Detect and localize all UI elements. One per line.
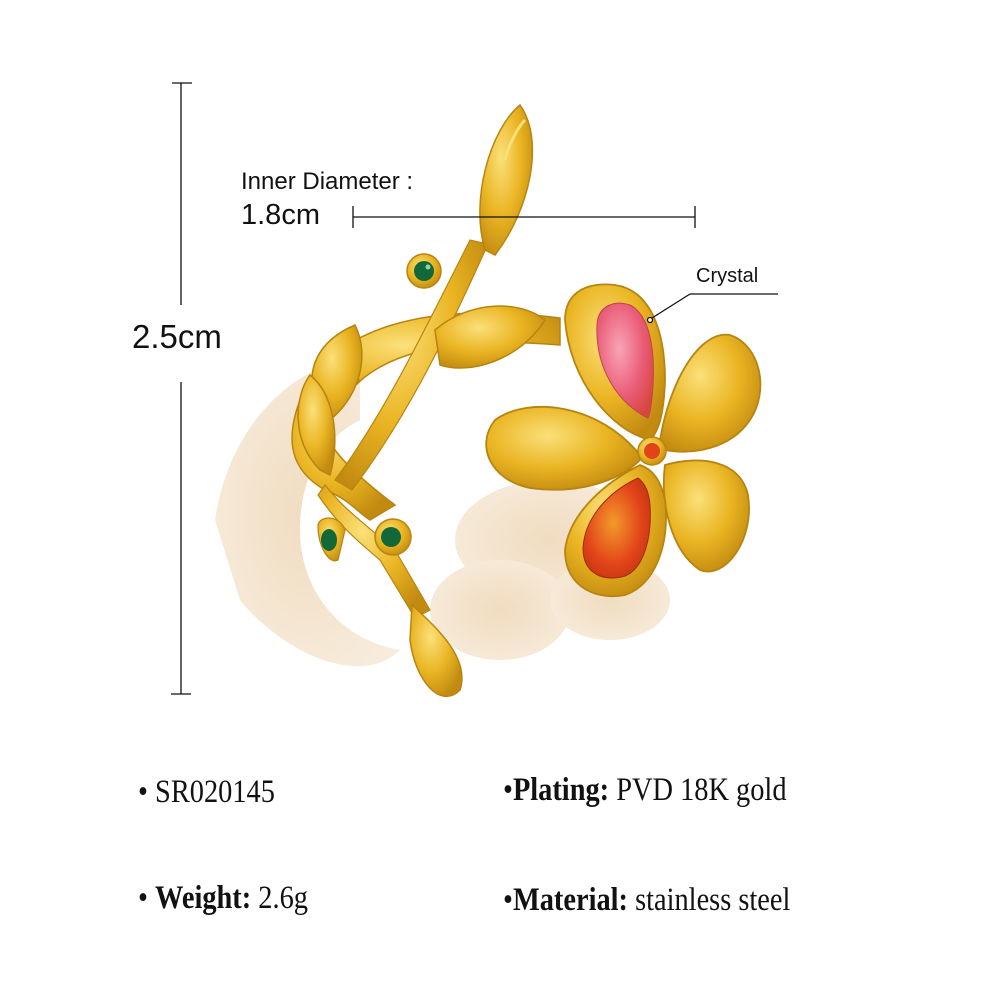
green-stone-bottom-left [317, 517, 346, 562]
weight-key: Weight: [155, 880, 252, 916]
plating-value: PVD 18K gold [616, 772, 787, 808]
inner-diameter-dimension-line [352, 206, 696, 228]
spec-material: •Material: stainless steel [503, 882, 790, 919]
spec-weight: • Weight: 2.6g [138, 880, 308, 917]
height-dimension-label: 2.5cm [132, 318, 222, 355]
plating-key: Plating: [512, 772, 610, 808]
center-crystal [644, 443, 660, 459]
pink-crystal [596, 302, 654, 419]
material-value: stainless steel [635, 882, 791, 918]
bullet: • [138, 880, 148, 916]
green-stone-bottom-right [374, 518, 412, 556]
crystal-flower [485, 283, 762, 598]
spec-plating: •Plating: PVD 18K gold [503, 772, 787, 809]
weight-value: 2.6g [258, 880, 308, 916]
inner-diameter-label: Inner Diameter : [241, 168, 414, 195]
material-key: Material: [512, 882, 628, 918]
left-leaf-2 [297, 373, 336, 477]
top-leaf [479, 103, 534, 256]
height-dimension-line [171, 82, 192, 695]
bullet: • [503, 882, 513, 918]
bullet: • [138, 774, 148, 810]
bottom-leaf [409, 603, 463, 697]
inner-diameter-value: 1.8cm [241, 199, 320, 231]
crystal-callout-label: Crystal [696, 265, 759, 287]
band-leaf [434, 305, 546, 369]
sku-value: SR020145 [155, 774, 275, 810]
spec-sku: • SR020145 [138, 774, 275, 811]
crystal-callout-leader [646, 293, 778, 324]
green-stone-top [406, 253, 442, 289]
orange-crystal [582, 477, 651, 579]
bullet: • [503, 772, 513, 808]
